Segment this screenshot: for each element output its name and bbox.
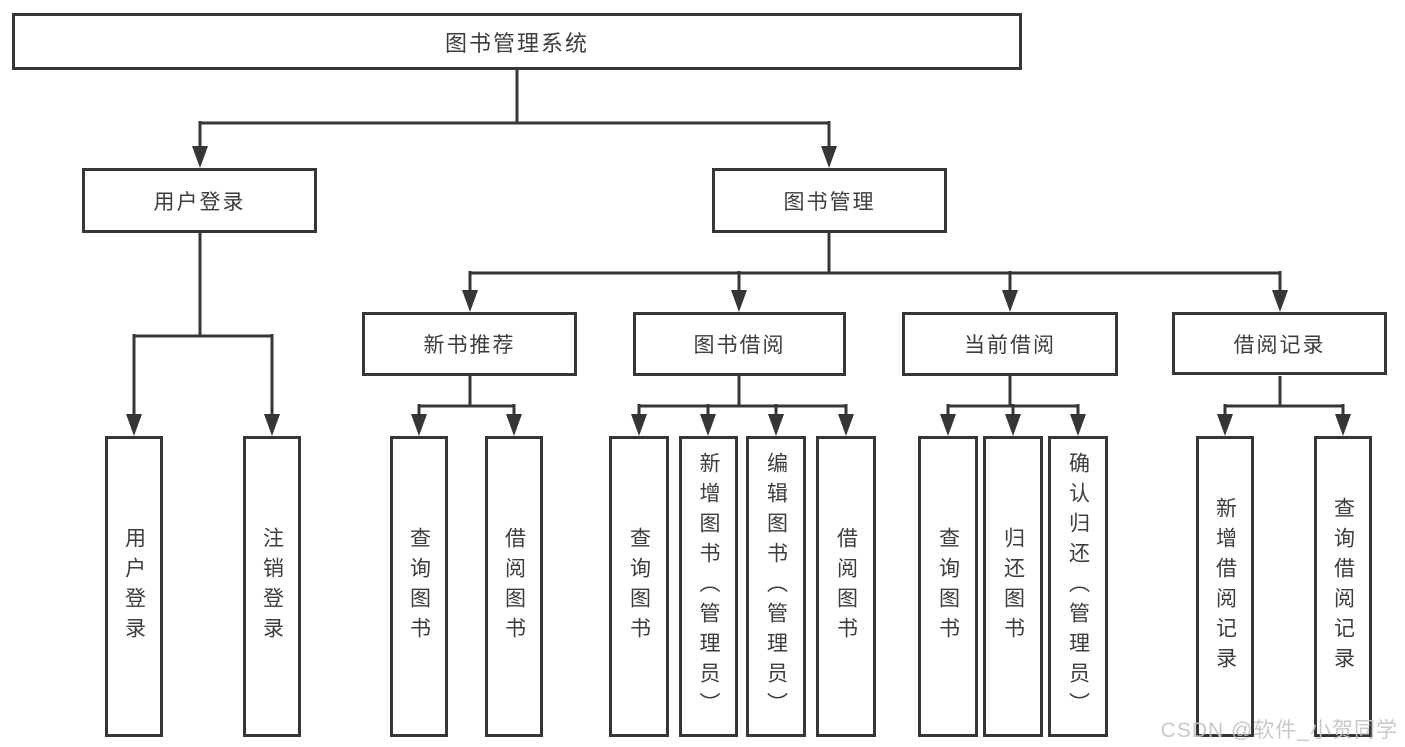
leaf-confirm-return-admin-label: 确认归还（管理员） bbox=[1066, 451, 1090, 722]
node-user-login: 用户登录 bbox=[82, 168, 317, 233]
leaf-user-login: 用户登录 bbox=[105, 436, 163, 737]
leaf-borrow-books: 借阅图书 bbox=[816, 436, 876, 737]
leaf-return-book-label: 归还图书 bbox=[1001, 526, 1025, 647]
node-library-system: 图书管理系统 bbox=[12, 13, 1022, 70]
leaf-query-books-borrowing-label: 查询图书 bbox=[627, 526, 651, 647]
leaf-query-books-current-label: 查询图书 bbox=[936, 526, 960, 647]
leaf-query-borrow-record: 查询借阅记录 bbox=[1314, 436, 1372, 737]
node-new-book-recommend: 新书推荐 bbox=[362, 312, 577, 376]
leaf-add-book-admin-label: 新增图书（管理员） bbox=[697, 451, 720, 722]
leaf-query-books-current: 查询图书 bbox=[918, 436, 978, 737]
leaf-borrow-books-recommend: 借阅图书 bbox=[485, 436, 543, 737]
node-borrowing-records: 借阅记录 bbox=[1172, 312, 1387, 375]
node-current-borrowing: 当前借阅 bbox=[902, 312, 1118, 376]
leaf-add-borrow-record: 新增借阅记录 bbox=[1196, 436, 1254, 737]
node-book-management: 图书管理 bbox=[712, 168, 947, 233]
leaf-query-books-recommend-label: 查询图书 bbox=[407, 526, 431, 647]
csdn-watermark: CSDN @软件_小贺同学 bbox=[1160, 719, 1398, 742]
leaf-add-book-admin: 新增图书（管理员） bbox=[679, 436, 738, 737]
leaf-edit-book-admin: 编辑图书（管理员） bbox=[746, 436, 806, 737]
leaf-logout: 注销登录 bbox=[243, 436, 301, 737]
leaf-edit-book-admin-label: 编辑图书（管理员） bbox=[764, 451, 788, 722]
leaf-user-login-label: 用户登录 bbox=[122, 526, 146, 647]
leaf-borrow-books-label: 借阅图书 bbox=[834, 526, 858, 647]
leaf-query-books-borrowing: 查询图书 bbox=[609, 436, 669, 737]
leaf-confirm-return-admin: 确认归还（管理员） bbox=[1048, 436, 1108, 737]
leaf-add-borrow-record-label: 新增借阅记录 bbox=[1213, 496, 1237, 677]
node-book-borrowing: 图书借阅 bbox=[633, 312, 846, 376]
leaf-return-book: 归还图书 bbox=[983, 436, 1043, 737]
leaf-logout-label: 注销登录 bbox=[260, 526, 284, 647]
leaf-query-borrow-record-label: 查询借阅记录 bbox=[1331, 496, 1355, 677]
leaf-borrow-books-recommend-label: 借阅图书 bbox=[502, 526, 526, 647]
leaf-query-books-recommend: 查询图书 bbox=[390, 436, 448, 737]
